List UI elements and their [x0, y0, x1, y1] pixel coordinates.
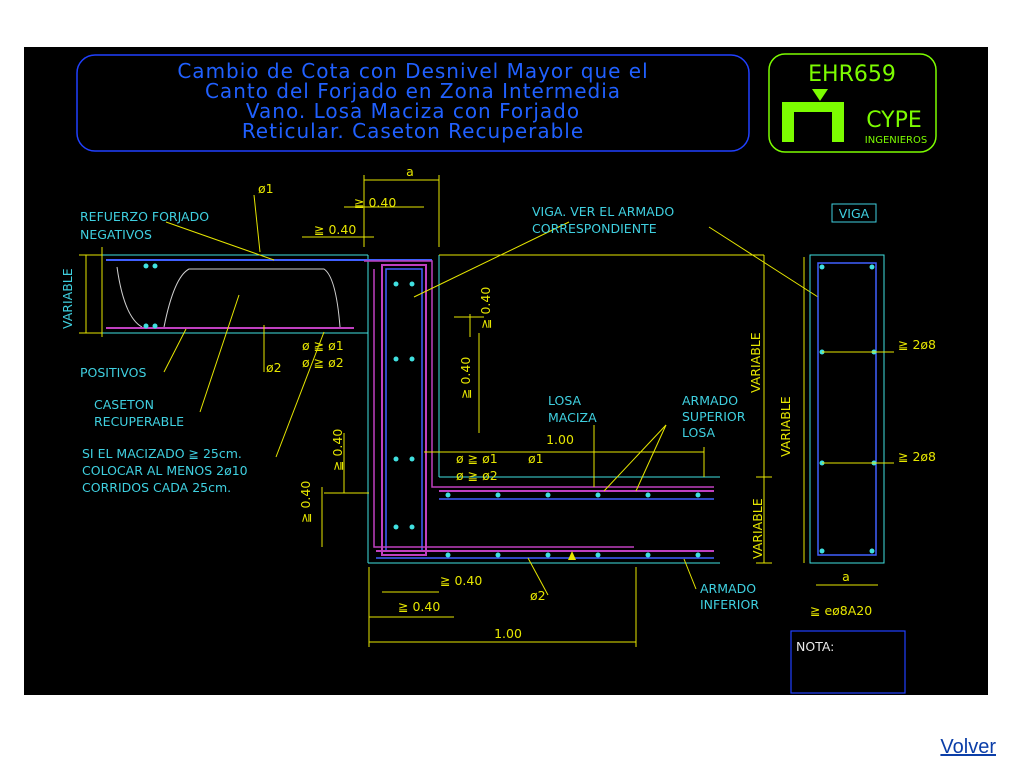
title-line-4: Reticular. Caseton Recuperable	[242, 119, 584, 143]
dim-100-bot: 1.00	[494, 626, 522, 641]
superior-label: SUPERIOR	[682, 409, 746, 424]
volver-link[interactable]: Volver	[940, 736, 996, 758]
positivos-label: POSITIVOS	[80, 365, 146, 380]
si-macizado-label: SI EL MACIZADO ≧ 25cm.	[82, 446, 242, 461]
armado-superior-label: ARMADO	[682, 393, 738, 408]
cype-logo: EHR659 CYPE INGENIEROS	[768, 53, 937, 153]
title-line-1: Cambio de Cota con Desnivel Mayor que el	[177, 59, 648, 83]
colocar-label: COLOCAR AL MENOS 2ø10	[82, 463, 248, 478]
viga-box-label: VIGA	[839, 206, 870, 221]
dim-phi2-bot: ø2	[530, 588, 546, 603]
variable-left-label: VARIABLE	[60, 268, 75, 329]
logo-brand: CYPE	[866, 108, 922, 133]
dim-ge040-a: ≧ 0.40	[354, 195, 396, 210]
dim-variable-r3: VARIABLE	[778, 396, 793, 457]
dim-phi-ge2-b: ø ≧ ø2	[456, 468, 498, 483]
caseton-label: CASETON	[94, 397, 154, 412]
dim-100-top: 1.00	[546, 432, 574, 447]
dim-phi-ge1-b: ø ≧ ø1	[456, 451, 498, 466]
dim-a-top: a	[406, 164, 414, 179]
title-box	[76, 54, 750, 152]
nota-label: NOTA:	[796, 639, 834, 654]
dim-stirrups: ≧ eø8A20	[810, 603, 872, 618]
losa-superior-label: LOSA	[682, 425, 716, 440]
slab-section	[101, 247, 764, 564]
armado-inferior-label: ARMADO	[700, 581, 756, 596]
title-line-3: Vano. Losa Maciza con Forjado	[246, 99, 580, 123]
beam-section: VIGA	[809, 203, 894, 564]
inferior-label: INFERIOR	[700, 597, 759, 612]
dim-ge040-v3: ≧ 0.40	[330, 429, 345, 471]
dim-phi1-top: ø1	[258, 181, 274, 196]
dim-ge040-v4: ≧ 0.40	[298, 481, 313, 523]
maciza-label: MACIZA	[548, 410, 597, 425]
dim-phi1-right: ø1	[528, 451, 544, 466]
dim-ge040-v1: ≧ 0.40	[478, 287, 493, 329]
dim-variable-r2: VARIABLE	[750, 498, 765, 559]
dim-phi-ge2-a: ø ≧ ø2	[302, 355, 344, 370]
negativos-label: NEGATIVOS	[80, 227, 152, 242]
losa-label: LOSA	[548, 393, 582, 408]
title-line-2: Canto del Forjado en Zona Intermedia	[205, 79, 621, 103]
logo-code: EHR659	[808, 62, 896, 87]
cad-drawing-canvas: Cambio de Cota con Desnivel Mayor que el…	[24, 47, 988, 695]
viga-ver-label: VIGA. VER EL ARMADO	[532, 204, 674, 219]
detail-drawing: Cambio de Cota con Desnivel Mayor que el…	[60, 53, 937, 694]
dim-ge040-bot1: ≧ 0.40	[440, 573, 482, 588]
nota-box	[790, 630, 906, 694]
dim-ge040-v2: ≧ 0.40	[458, 357, 473, 399]
dim-phi2-left: ø2	[266, 360, 282, 375]
dim-variable-r1: VARIABLE	[748, 332, 763, 393]
dim-phi-ge1-a: ø ≧ ø1	[302, 338, 344, 353]
refuerzo-forjado-label: REFUERZO FORJADO	[80, 209, 209, 224]
dim-ge040-bot2: ≧ 0.40	[398, 599, 440, 614]
logo-sub: INGENIEROS	[865, 135, 927, 146]
correspondiente-label: CORRESPONDIENTE	[532, 221, 657, 236]
recuperable-label: RECUPERABLE	[94, 414, 184, 429]
dim-a-bot: a	[842, 569, 850, 584]
dim-ge040-b: ≧ 0.40	[314, 222, 356, 237]
dimension-lines	[79, 175, 878, 647]
dim-2phi8-a: ≧ 2ø8	[898, 337, 936, 352]
corridos-label: CORRIDOS CADA 25cm.	[82, 480, 231, 495]
dim-2phi8-b: ≧ 2ø8	[898, 449, 936, 464]
